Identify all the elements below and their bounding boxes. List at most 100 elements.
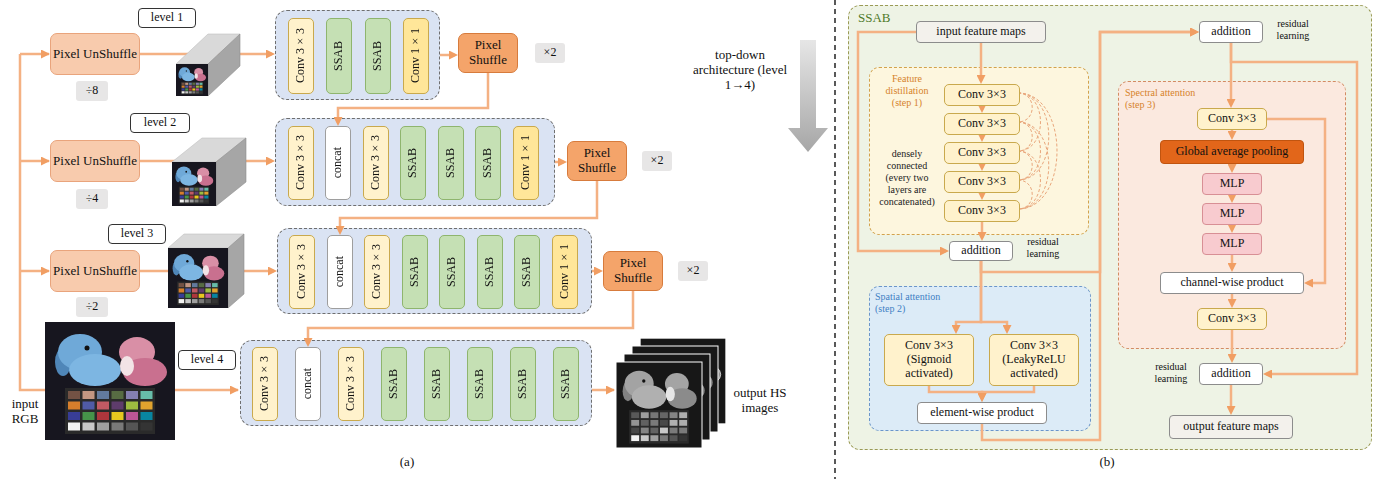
node-text: ×2 bbox=[651, 154, 664, 168]
node-text: output feature maps bbox=[1183, 420, 1278, 434]
mlp-box: MLP bbox=[1202, 203, 1262, 225]
flow-arrow bbox=[140, 270, 274, 273]
concat-block: concat bbox=[327, 235, 353, 309]
input-wire-branch bbox=[20, 270, 49, 273]
pooling-box: Global average pooling bbox=[1160, 140, 1304, 164]
annotation-label: input RGB bbox=[3, 397, 47, 427]
operation-box: addition bbox=[1199, 363, 1263, 385]
ssab-block: SSAB bbox=[553, 347, 579, 421]
node-text: Pixel UnShuffle bbox=[53, 264, 137, 279]
input-photo bbox=[45, 322, 175, 440]
ssab-block: SSAB bbox=[514, 235, 540, 309]
node-text: Conv 3×3 bbox=[370, 244, 384, 299]
flow-arrow bbox=[555, 161, 564, 164]
flow-arrow bbox=[140, 53, 272, 56]
conv-box: Conv 3×3 bbox=[944, 84, 1020, 106]
node-text: SSAB bbox=[387, 369, 401, 399]
node-text: level 3 bbox=[121, 227, 153, 241]
ssab-block: SSAB bbox=[467, 347, 493, 421]
pixel-unshuffle-box: Pixel UnShuffle bbox=[50, 250, 140, 292]
node-text: Conv 3×3 bbox=[344, 356, 358, 411]
ssab-block: SSAB bbox=[510, 347, 536, 421]
node-text: Conv 1×1 bbox=[409, 28, 423, 83]
node-text: SSAB bbox=[559, 369, 573, 399]
node-text: SSAB bbox=[445, 257, 459, 287]
spectral-attention-group: Spectral attention (step 3)Conv 3×3Globa… bbox=[1118, 81, 1346, 349]
conv-box: Conv 3×3 bbox=[944, 171, 1020, 193]
node-text: Conv 1×1 bbox=[558, 244, 572, 299]
node-text: SSAB bbox=[483, 257, 497, 287]
node-text: Pixel Shuffle bbox=[606, 256, 660, 286]
group-heading: densely connected (every two layers are … bbox=[873, 148, 941, 208]
input-wire-branch bbox=[20, 53, 49, 56]
panel-divider bbox=[834, 0, 835, 479]
ssab-block: SSAB bbox=[365, 18, 391, 94]
conv-box: Conv 3×3 bbox=[944, 113, 1020, 135]
node-text: MLP bbox=[1220, 237, 1245, 251]
annotation-label: (a) bbox=[390, 455, 424, 470]
node-text: Conv 3×3 bbox=[369, 135, 383, 190]
node-text: channel-wise product bbox=[1181, 276, 1284, 290]
node-text: Conv 3×3 bbox=[958, 117, 1006, 131]
flow-arrow bbox=[592, 270, 600, 273]
output-wire bbox=[592, 389, 614, 392]
mlp-box: MLP bbox=[1202, 233, 1262, 255]
group-heading: SSAB bbox=[858, 10, 908, 26]
level-group: Conv 3×3 concat Conv 3×3 SSAB SSAB SSAB SSAB SS… bbox=[240, 340, 592, 426]
ssab-block: SSAB bbox=[477, 235, 503, 309]
node-text: Conv 3×3 bbox=[958, 146, 1006, 160]
annotation-label: (b) bbox=[1090, 455, 1124, 470]
conv-block: Conv 3×3 bbox=[338, 347, 364, 421]
conv1x1-block: Conv 1×1 bbox=[552, 235, 578, 309]
feature-map-box: output feature maps bbox=[1169, 415, 1293, 439]
feature-cube bbox=[172, 138, 246, 206]
node-text: Conv 3×3 (LeakyReLU activated) bbox=[992, 339, 1076, 380]
factor-tag: ÷4 bbox=[76, 189, 108, 209]
conv-box: Conv 3×3 (Sigmoid activated) bbox=[884, 334, 974, 386]
operation-box: channel-wise product bbox=[1160, 272, 1304, 294]
factor-tag: ×2 bbox=[642, 151, 672, 171]
node-text: Global average pooling bbox=[1176, 145, 1289, 159]
level-tag: level 1 bbox=[138, 8, 196, 28]
node-text: addition bbox=[961, 244, 1000, 258]
annotation-label: residual learning bbox=[1144, 361, 1198, 384]
node-text: concat bbox=[301, 368, 315, 399]
node-text: level 2 bbox=[144, 116, 176, 130]
flow-arrow bbox=[140, 160, 272, 163]
node-text: Conv 3×3 bbox=[958, 88, 1006, 102]
conv-box: Conv 3×3 bbox=[1197, 308, 1267, 330]
ssab-block: SSAB bbox=[400, 126, 426, 200]
pixel-unshuffle-box: Pixel UnShuffle bbox=[50, 33, 140, 75]
ssab-block: SSAB bbox=[475, 126, 501, 200]
ssab-block: SSAB bbox=[326, 18, 352, 94]
conv-block: Conv 3×3 bbox=[363, 126, 389, 200]
node-text: SSAB bbox=[516, 369, 530, 399]
node-text: SSAB bbox=[332, 41, 346, 71]
operation-box: element-wise product bbox=[917, 402, 1047, 424]
spatial-attention-group: Spatial attention (step 2)Conv 3×3 (Sigm… bbox=[869, 286, 1091, 431]
node-text: Conv 3×3 bbox=[258, 356, 272, 411]
input-wire-main bbox=[20, 54, 238, 390]
node-text: MLP bbox=[1220, 207, 1245, 221]
node-text: concat bbox=[331, 147, 345, 178]
node-text: Conv 3×3 (Sigmoid activated) bbox=[887, 339, 971, 380]
node-text: Conv 3×3 bbox=[958, 204, 1006, 218]
ssab-block: SSAB bbox=[438, 126, 464, 200]
node-text: Pixel Shuffle bbox=[461, 38, 515, 68]
ssab-block: SSAB bbox=[439, 235, 465, 309]
node-text: SSAB bbox=[371, 41, 385, 71]
annotation-label: residual learning bbox=[1266, 18, 1320, 41]
node-text: Conv 3×3 bbox=[1208, 312, 1256, 326]
conv-block: Conv 3×3 bbox=[288, 18, 314, 94]
factor-tag: ÷8 bbox=[76, 81, 108, 101]
pixel-unshuffle-box: Pixel UnShuffle bbox=[50, 140, 140, 182]
node-text: Pixel UnShuffle bbox=[53, 154, 137, 169]
level-tag: level 4 bbox=[178, 350, 236, 370]
feature-map-box: input feature maps bbox=[916, 21, 1046, 43]
pixel-shuffle-box: Pixel Shuffle bbox=[567, 141, 627, 181]
operation-box: addition bbox=[949, 241, 1013, 261]
node-text: SSAB bbox=[408, 257, 422, 287]
ssab-block: SSAB bbox=[424, 347, 450, 421]
conv1x1-block: Conv 1×1 bbox=[513, 126, 539, 200]
